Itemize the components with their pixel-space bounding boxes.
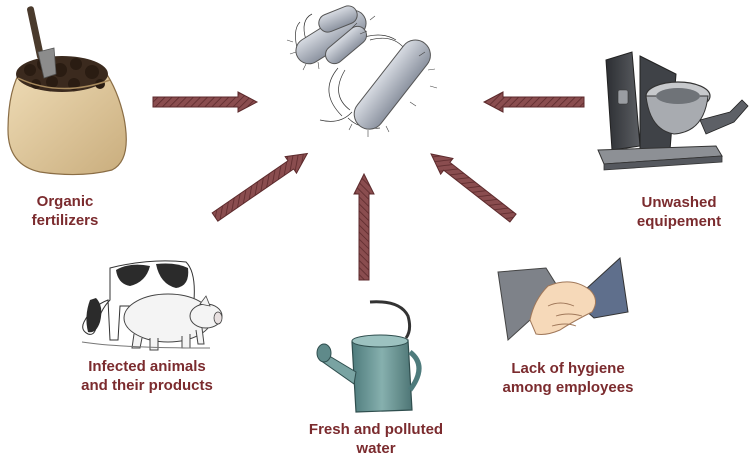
arrow-from-equipment <box>482 91 585 113</box>
cow-pig-icon <box>81 260 223 351</box>
arrow-from-water <box>353 172 375 281</box>
fertilizer-sack-icon <box>7 6 127 176</box>
bacteria-icon <box>286 5 438 137</box>
arrow-from-animals <box>211 152 309 222</box>
handshake-icon <box>497 256 629 342</box>
watering-can-icon <box>316 300 422 413</box>
arrow-from-hygiene <box>430 153 517 223</box>
arrow-from-organic <box>152 91 259 113</box>
machine-icon <box>597 51 749 171</box>
